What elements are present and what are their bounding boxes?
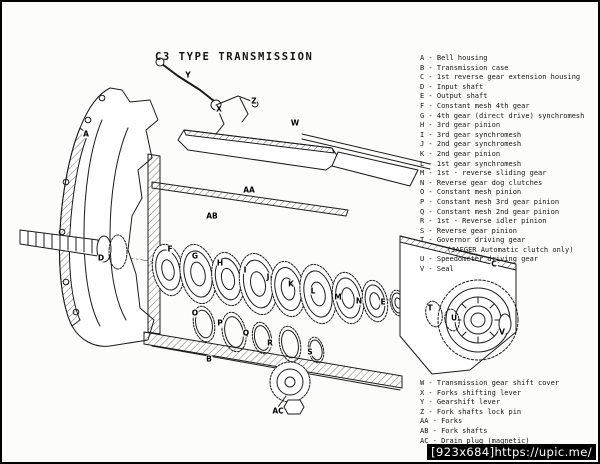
part-key: AA bbox=[420, 417, 429, 426]
case-top-edge bbox=[151, 181, 349, 217]
part-key: K bbox=[420, 149, 425, 158]
legend-item: K - 2nd gear pinion bbox=[420, 150, 584, 160]
part-desc: - Speedometer driving gear bbox=[424, 255, 539, 264]
legend-item: L - 1st gear synchromesh bbox=[420, 160, 584, 170]
shift-cover-shape bbox=[155, 57, 431, 187]
legend-item: M - 1st - reverse sliding gear bbox=[420, 169, 584, 179]
main-gear-train bbox=[151, 243, 435, 325]
part-key: H bbox=[420, 121, 425, 130]
part-desc: - Gearshift lever bbox=[424, 398, 501, 407]
part-key: E bbox=[420, 92, 425, 101]
legend-item: (JAEGER Automatic clutch only) bbox=[447, 245, 574, 254]
part-desc: - Constant mesh 3rd gear pinion bbox=[424, 197, 560, 206]
part-key: AC bbox=[420, 436, 429, 445]
legend-item: A - Bell housing bbox=[420, 54, 584, 64]
part-key: B bbox=[420, 63, 425, 72]
part-key: A bbox=[420, 54, 425, 62]
part-desc: - Transmission case bbox=[424, 63, 509, 72]
legend-item: N - Reverse gear dog clutches bbox=[420, 179, 584, 189]
part-key: Z bbox=[420, 407, 425, 416]
part-desc: - Reverse gear pinion bbox=[424, 226, 517, 235]
part-desc: - Seal bbox=[424, 265, 454, 274]
part-key: M bbox=[420, 169, 425, 178]
part-desc: - Drain plug (magnetic) bbox=[428, 436, 530, 445]
drain-plug-shape bbox=[269, 361, 311, 415]
legend-item: J - 2nd gear synchromesh bbox=[420, 140, 584, 150]
part-key: J bbox=[420, 140, 425, 149]
legend-item: W - Transmission gear shift cover bbox=[420, 379, 559, 389]
part-desc: - Forks bbox=[428, 417, 463, 426]
part-desc: - 1st reverse gear extension housing bbox=[424, 73, 581, 82]
part-desc: - 1st - reverse sliding gear bbox=[424, 169, 547, 178]
legend-item: P - Constant mesh 3rd gear pinion bbox=[420, 198, 584, 208]
legend-item: AB - Fork shafts bbox=[420, 427, 559, 437]
part-desc: - Forks shifting lever bbox=[424, 388, 522, 397]
legend-item: C - 1st reverse gear extension housing bbox=[420, 73, 584, 83]
legend-item: F - Constant mesh 4th gear bbox=[420, 102, 584, 112]
legend-item: AC - Drain plug (magnetic) bbox=[420, 437, 559, 447]
part-key: G bbox=[420, 111, 425, 120]
part-key: I bbox=[420, 130, 425, 139]
part-desc: - Transmission gear shift cover bbox=[424, 379, 560, 387]
part-key: T bbox=[420, 236, 425, 245]
watermark: [923x684]https://upic.me/ bbox=[427, 444, 596, 460]
legend-item: O - Constant mesh pinion bbox=[420, 188, 584, 198]
part-desc: - Bell housing bbox=[424, 54, 488, 62]
part-desc: - 1st - Reverse idler pinion bbox=[424, 217, 547, 226]
legend-item: X - Forks shifting lever bbox=[420, 389, 559, 399]
part-desc: - 4th gear (direct drive) synchromesh bbox=[424, 111, 585, 120]
part-key: N bbox=[420, 178, 425, 187]
part-key: O bbox=[420, 188, 425, 197]
part-desc: - 2nd gear synchromesh bbox=[424, 140, 522, 149]
part-key: S bbox=[420, 226, 425, 235]
legend-item: D - Input shaft bbox=[420, 83, 584, 93]
part-key: L bbox=[420, 159, 425, 168]
part-desc: - Constant mesh pinion bbox=[424, 188, 522, 197]
legend-item: R - 1st - Reverse idler pinion bbox=[420, 217, 584, 227]
part-key: Y bbox=[420, 398, 425, 407]
part-desc: - 1st gear synchromesh bbox=[424, 159, 522, 168]
input-shaft-shape bbox=[19, 229, 128, 270]
part-key: P bbox=[420, 197, 425, 206]
part-desc: - Reverse gear dog clutches bbox=[424, 178, 543, 187]
part-desc: - Fork shafts bbox=[428, 426, 488, 435]
legend-item: AA - Forks bbox=[420, 417, 559, 427]
part-key: V bbox=[420, 265, 425, 274]
bell-housing-shape bbox=[58, 87, 161, 347]
legend-item: E - Output shaft bbox=[420, 92, 584, 102]
legend-item: Q - Constant mesh 2nd gear pinion bbox=[420, 208, 584, 218]
part-key: U bbox=[420, 255, 425, 264]
part-desc: - Fork shafts lock pin bbox=[424, 407, 522, 416]
legend-item: B - Transmission case bbox=[420, 64, 584, 74]
legend-item: G - 4th gear (direct drive) synchromesh bbox=[420, 112, 584, 122]
part-key: R bbox=[420, 217, 425, 226]
legend-item: H - 3rd gear pinion bbox=[420, 121, 584, 131]
legend-item: S - Reverse gear pinion bbox=[420, 227, 584, 237]
part-desc: - 3rd gear pinion bbox=[424, 121, 501, 130]
part-desc: - Input shaft bbox=[424, 82, 484, 91]
part-desc: - Constant mesh 4th gear bbox=[424, 101, 530, 110]
part-desc: - Output shaft bbox=[424, 92, 488, 101]
part-key: C bbox=[420, 73, 425, 82]
legend-item: U - Speedometer driving gear bbox=[420, 255, 584, 265]
legend-item: Y - Gearshift lever bbox=[420, 398, 559, 408]
diagram-title: C3 TYPE TRANSMISSION bbox=[155, 51, 314, 63]
part-key: X bbox=[420, 388, 425, 397]
part-key: Q bbox=[420, 207, 425, 216]
part-desc: - Constant mesh 2nd gear pinion bbox=[424, 207, 560, 216]
part-key: D bbox=[420, 82, 425, 91]
legend-item: I - 3rd gear synchromesh bbox=[420, 131, 584, 141]
part-desc: - 2nd gear pinion bbox=[424, 149, 501, 158]
part-key: AB bbox=[420, 426, 429, 435]
part-desc: - Governor driving gear bbox=[424, 236, 526, 245]
part-key: F bbox=[420, 101, 425, 110]
legend-item: T - Governor driving gear bbox=[420, 236, 584, 246]
legend-item: V - Seal bbox=[420, 265, 584, 275]
part-key: W bbox=[420, 379, 425, 387]
legend-item: Z - Fork shafts lock pin bbox=[420, 408, 559, 418]
part-desc: - 3rd gear synchromesh bbox=[424, 130, 522, 139]
